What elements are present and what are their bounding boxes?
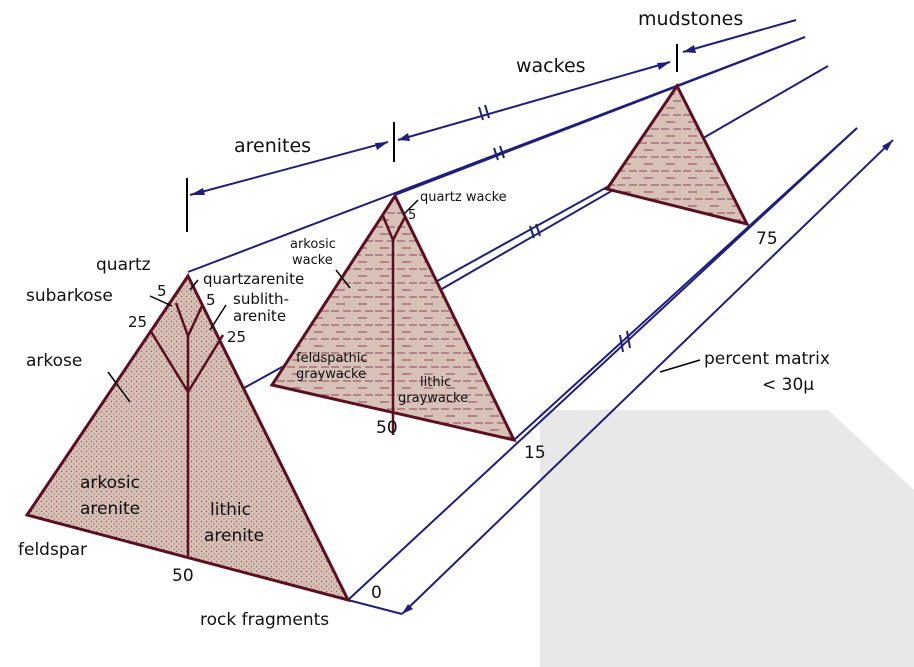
- q25-left-label: 25: [128, 313, 147, 331]
- matrix-tick-0: 0: [371, 583, 382, 603]
- feldspathic-graywacke-label-1: feldspathic: [296, 351, 368, 366]
- arenite-labels: quartz feldspar rock fragments subarkose…: [18, 255, 329, 630]
- range-ticks: [186, 44, 678, 232]
- lithic-arenite-label-1: lithic: [210, 500, 251, 520]
- range-arrowheads: [190, 45, 696, 195]
- break-marks: [478, 104, 631, 353]
- feldspar-vertex-label: feldspar: [18, 540, 87, 560]
- range-labels: mudstones wackes arenites: [234, 8, 743, 157]
- q5-right-label: 5: [206, 291, 216, 309]
- percent-matrix-axis: percent matrix < 30μ 0 15 75: [371, 229, 830, 603]
- background-box: [540, 410, 914, 667]
- lithic-graywacke-label-2: graywacke: [398, 391, 468, 406]
- percent-matrix-label: percent matrix: [704, 349, 830, 369]
- leader-lines: [107, 199, 701, 403]
- range-brackets: [189, 19, 797, 196]
- quartzarenite-label: quartzarenite: [203, 270, 304, 288]
- mudstones-label: mudstones: [638, 8, 743, 30]
- arrowhead-top: [882, 140, 893, 151]
- sublitharenite-label-1: sublith-: [233, 290, 289, 308]
- wacke-q5-label: 5: [408, 208, 416, 223]
- lithic-arenite-label-2: arenite: [204, 526, 264, 546]
- matrix-tick-15: 15: [524, 443, 546, 463]
- arkosic-wacke-label-2: wacke: [292, 253, 333, 268]
- arenite-base-50-label: 50: [172, 566, 194, 586]
- feldspathic-graywacke-label-2: graywacke: [296, 367, 366, 382]
- sublitharenite-label-2: arenite: [233, 307, 286, 325]
- q5-left-label: 5: [157, 282, 167, 300]
- rock-fragments-vertex-label: rock fragments: [200, 610, 329, 630]
- arkosic-arenite-label-2: arenite: [80, 499, 140, 519]
- wacke-triangle: [269, 192, 517, 443]
- matrix-tick-75: 75: [756, 229, 778, 249]
- arkosic-arenite-label-1: arkosic: [80, 473, 140, 493]
- mudstone-triangle: [604, 83, 750, 227]
- q25-right-label: 25: [227, 328, 246, 346]
- arkose-label: arkose: [26, 351, 82, 371]
- arenites-label: arenites: [234, 135, 311, 157]
- quartz-vertex-label: quartz: [96, 255, 151, 275]
- subarkose-label: subarkose: [26, 286, 113, 306]
- arenite-triangle: [24, 273, 351, 603]
- quartz-wacke-label: quartz wacke: [420, 190, 507, 205]
- wacke-base-50-label: 50: [376, 418, 398, 438]
- wacke-labels: quartz wacke 5 arkosic wacke feldspathic…: [290, 190, 507, 438]
- arkosic-wacke-label-1: arkosic: [290, 237, 336, 252]
- wackes-label: wackes: [516, 55, 586, 77]
- arrowhead-bottom: [402, 604, 413, 614]
- lithic-graywacke-label-1: lithic: [420, 375, 451, 390]
- grain-size-label: < 30μ: [762, 375, 814, 395]
